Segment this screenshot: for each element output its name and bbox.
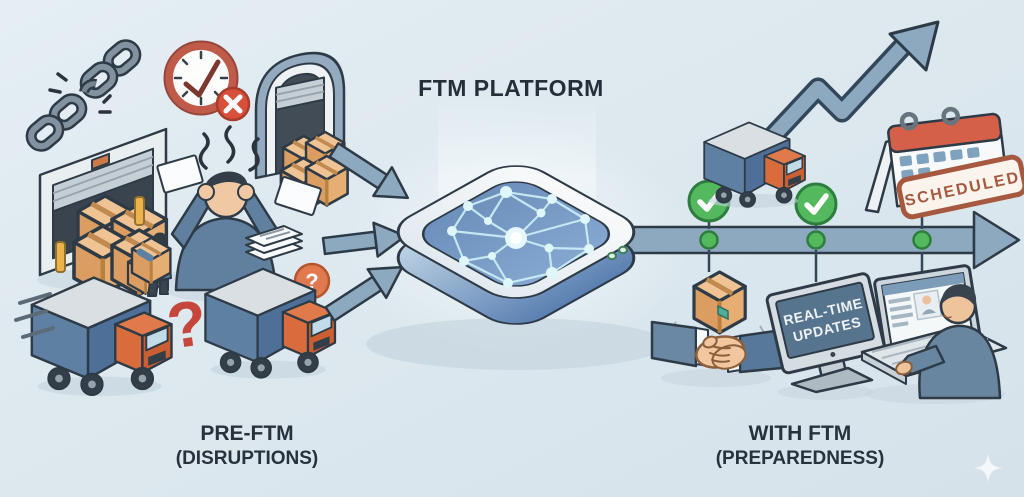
flying-paper-icon bbox=[156, 154, 322, 216]
parcel-box-icon bbox=[694, 272, 745, 333]
realtime-monitor-icon: REAL-TIME UPDATES bbox=[765, 272, 886, 400]
bollard bbox=[55, 241, 66, 273]
document-stack-icon bbox=[245, 225, 303, 261]
laptop-user-icon bbox=[860, 264, 1008, 404]
warehouse-dock-icon bbox=[37, 127, 193, 294]
bollard bbox=[134, 196, 145, 226]
input-arrow-middle bbox=[321, 221, 407, 258]
scheduled-stamp: SCHEDULED bbox=[896, 154, 1024, 220]
input-arrow-top bbox=[328, 142, 410, 200]
network-graph bbox=[447, 186, 594, 288]
left-subheading: (DISRUPTIONS) bbox=[176, 448, 319, 469]
calendar-scheduled-icon: SCHEDULED bbox=[864, 106, 1024, 220]
milestone-check-icon bbox=[796, 184, 836, 224]
milestone-dot bbox=[699, 230, 719, 250]
milestone-dot bbox=[806, 230, 826, 250]
broken-chain-icon bbox=[25, 39, 142, 152]
hand bbox=[197, 183, 215, 201]
right-subheading: (PREPAREDNESS) bbox=[716, 448, 885, 469]
right-section-label: WITH FTM (PREPAREDNESS) bbox=[716, 422, 885, 469]
network-platform-icon bbox=[366, 165, 666, 370]
input-arrow-bottom bbox=[324, 265, 404, 322]
milestone-dot bbox=[912, 230, 932, 250]
delayed-clock-icon bbox=[163, 40, 251, 122]
hand bbox=[237, 183, 255, 201]
left-section-label: PRE-FTM (DISRUPTIONS) bbox=[176, 422, 319, 469]
status-led bbox=[607, 251, 617, 261]
speed-lines bbox=[14, 292, 55, 339]
status-led bbox=[618, 245, 628, 255]
right-heading: WITH FTM bbox=[749, 422, 852, 445]
handshake-icon bbox=[650, 272, 784, 387]
warehouse-worker-icon bbox=[130, 232, 173, 297]
arch-dock-icon bbox=[254, 51, 350, 211]
growth-arrow-icon bbox=[749, 20, 940, 161]
page-title: FTM PLATFORM bbox=[418, 75, 604, 101]
left-heading: PRE-FTM bbox=[200, 422, 293, 445]
sparkle-icon bbox=[974, 454, 1002, 482]
